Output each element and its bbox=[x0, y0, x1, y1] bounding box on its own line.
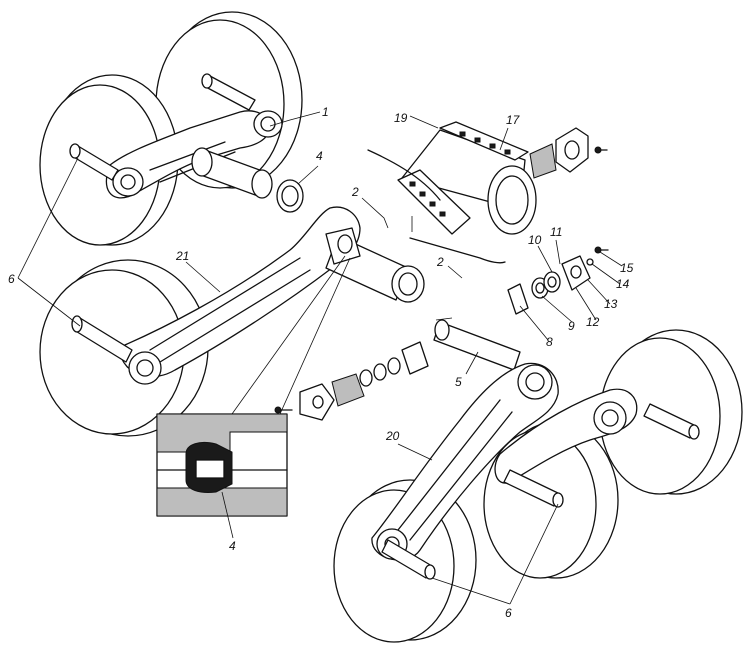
flange-gasket bbox=[331, 373, 365, 407]
callout-11: 11 bbox=[550, 225, 562, 239]
shaft-5 bbox=[433, 319, 521, 371]
part-14 bbox=[586, 258, 594, 266]
callout-labels: 1 2 2 4 4 5 6 6 8 9 10 11 12 13 14 15 17… bbox=[8, 105, 634, 620]
stub-axle-mid-right bbox=[503, 469, 561, 507]
bushing-nut bbox=[401, 341, 429, 375]
callout-6-right: 6 bbox=[505, 606, 512, 620]
callout-1: 1 bbox=[322, 105, 329, 119]
callout-10: 10 bbox=[528, 233, 542, 247]
callout-13: 13 bbox=[604, 297, 618, 311]
bolt-left bbox=[274, 406, 282, 414]
callout-17: 17 bbox=[506, 113, 521, 127]
flange-stack bbox=[274, 341, 429, 421]
stub-axle-rear-right bbox=[643, 403, 697, 439]
callout-9: 9 bbox=[568, 319, 575, 333]
callout-4-upper: 4 bbox=[316, 149, 323, 163]
callout-20: 20 bbox=[385, 429, 400, 443]
callout-4-detail: 4 bbox=[229, 539, 236, 553]
lower-right-bogie bbox=[333, 329, 743, 643]
seal-detail-inset bbox=[156, 413, 288, 517]
ring-a bbox=[359, 369, 373, 387]
callout-6-left: 6 bbox=[8, 272, 15, 286]
upper-right-cover bbox=[529, 127, 608, 179]
callout-21: 21 bbox=[175, 249, 189, 263]
bolt-small bbox=[594, 146, 602, 154]
callout-19: 19 bbox=[394, 111, 408, 125]
ring-b bbox=[373, 363, 387, 381]
ring-c bbox=[387, 357, 401, 375]
callout-2-upper: 2 bbox=[351, 185, 359, 199]
callout-15: 15 bbox=[620, 261, 634, 275]
upper-left-balancer-assembly bbox=[39, 11, 304, 246]
stub-axle-front-right bbox=[381, 539, 433, 579]
leader-lines bbox=[17, 111, 623, 605]
part-8 bbox=[507, 283, 529, 315]
callout-14: 14 bbox=[616, 277, 630, 291]
hardware-stack bbox=[507, 246, 609, 315]
gear-bushing bbox=[529, 143, 557, 179]
frame-holes bbox=[409, 131, 511, 217]
callout-5: 5 bbox=[455, 375, 462, 389]
long-arm-21 bbox=[71, 206, 425, 385]
track-roller-frame bbox=[367, 121, 537, 264]
callout-2-lower: 2 bbox=[436, 255, 444, 269]
callout-8: 8 bbox=[546, 335, 553, 349]
callout-12: 12 bbox=[586, 315, 600, 329]
